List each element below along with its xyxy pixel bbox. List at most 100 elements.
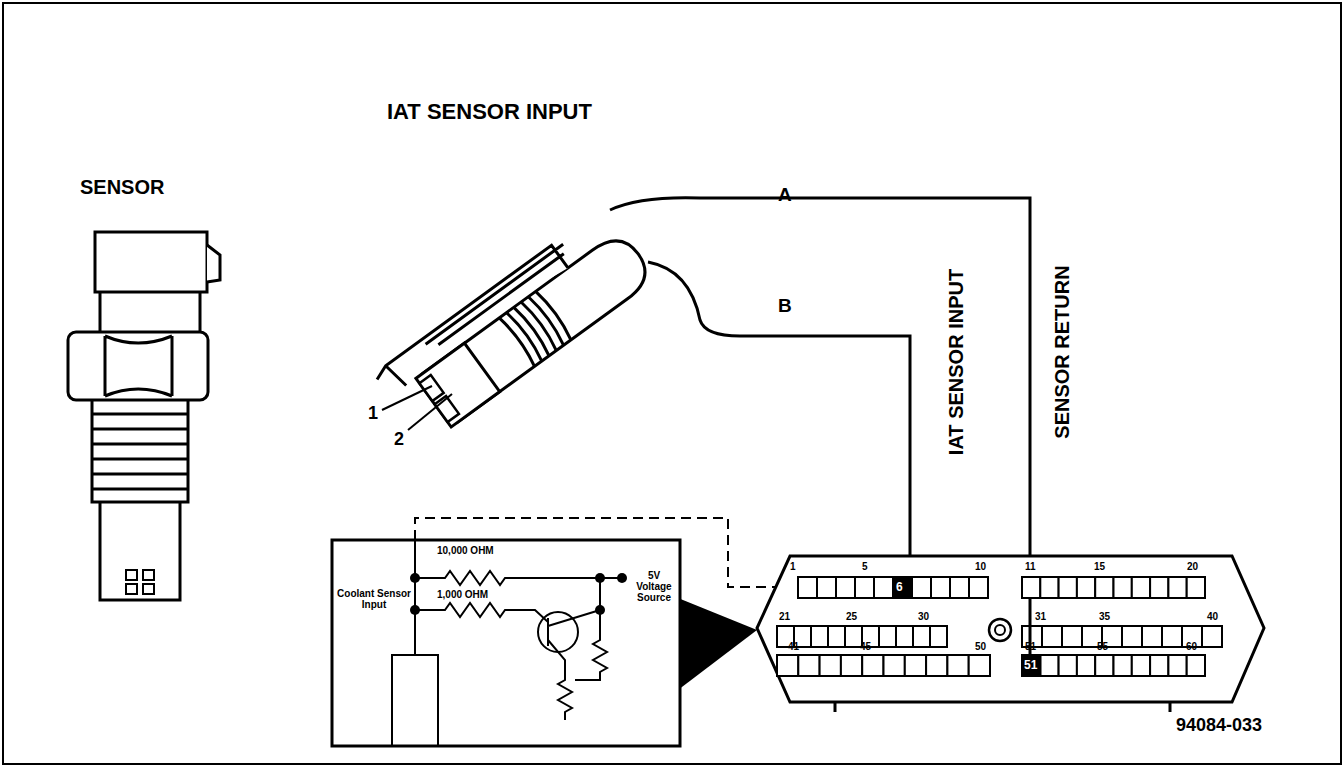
wire bbox=[414, 540, 416, 655]
pin-number: 50 bbox=[975, 641, 986, 652]
pin-cell bbox=[1059, 577, 1077, 598]
pin-cell bbox=[896, 626, 913, 647]
pin-cell bbox=[1040, 655, 1058, 676]
pin-cell bbox=[1202, 626, 1222, 647]
sensor-thread bbox=[92, 398, 188, 502]
terminal-slot bbox=[419, 375, 443, 401]
pin-cell bbox=[1150, 655, 1168, 676]
thread-line bbox=[92, 428, 188, 431]
pin-cell bbox=[931, 577, 950, 598]
signal-name: IAT SENSOR INPUT bbox=[945, 269, 967, 455]
pin-cell bbox=[969, 577, 988, 598]
pin-cell bbox=[855, 577, 874, 598]
harness-connector bbox=[374, 207, 656, 446]
pin-cell bbox=[1095, 655, 1113, 676]
pin-cell bbox=[930, 626, 947, 647]
resistor-value: 10,000 OHM bbox=[437, 545, 494, 556]
junction-dots bbox=[410, 573, 627, 615]
pin-cell bbox=[1062, 626, 1082, 647]
pin-cell bbox=[969, 655, 990, 676]
pin-cell bbox=[811, 626, 828, 647]
resistor-symbol bbox=[415, 603, 548, 622]
leader-line bbox=[408, 394, 452, 430]
sensor-pin bbox=[143, 570, 154, 580]
thread-line bbox=[92, 458, 188, 461]
terminal-slot bbox=[435, 396, 459, 422]
thread-line bbox=[92, 473, 188, 476]
pin-cell bbox=[1132, 655, 1150, 676]
pin-number: 51 bbox=[1025, 641, 1036, 652]
pin-number: 31 bbox=[1035, 611, 1046, 622]
pin-cell bbox=[1162, 626, 1182, 647]
pin-cell bbox=[777, 655, 798, 676]
pin-number: 55 bbox=[1097, 641, 1108, 652]
pin-cell bbox=[947, 655, 968, 676]
pin-number: 25 bbox=[846, 611, 857, 622]
center-bolt bbox=[995, 625, 1005, 635]
sensor-tip bbox=[100, 500, 180, 600]
sensor-cap bbox=[95, 232, 207, 292]
ring-line bbox=[536, 290, 574, 340]
junction-dot bbox=[617, 573, 627, 583]
sensor-drawing bbox=[68, 232, 220, 600]
pin-number: 15 bbox=[1094, 561, 1105, 572]
resistor-symbol bbox=[575, 578, 607, 680]
pin-cell bbox=[874, 577, 893, 598]
pin-cell bbox=[820, 655, 841, 676]
pin-cell bbox=[1132, 577, 1150, 598]
sensor-hex bbox=[68, 332, 208, 400]
pin-number: 35 bbox=[1099, 611, 1110, 622]
diagram-title: IAT SENSOR INPUT bbox=[387, 100, 592, 124]
thread-line bbox=[92, 413, 188, 416]
sensor-pin bbox=[126, 584, 137, 594]
pin-cell bbox=[1040, 577, 1058, 598]
junction-dot bbox=[595, 605, 605, 615]
input-label: Coolant Sensor Input bbox=[337, 588, 411, 610]
signal-name: SENSOR RETURN bbox=[1051, 265, 1073, 438]
junction-dot bbox=[595, 573, 605, 583]
pin-cells bbox=[777, 577, 1222, 676]
sensor-latch bbox=[207, 245, 220, 282]
pin-cell bbox=[798, 655, 819, 676]
pin-cell bbox=[879, 626, 896, 647]
pin-cell bbox=[836, 577, 855, 598]
connector-latch bbox=[374, 239, 577, 397]
pin-number: 40 bbox=[1207, 611, 1218, 622]
center-bolt bbox=[989, 619, 1011, 641]
figure-number: 94084-033 bbox=[1176, 716, 1262, 736]
pin-cell bbox=[798, 577, 817, 598]
pin-number: 1 bbox=[790, 561, 796, 572]
callout-number: 2 bbox=[394, 430, 404, 450]
pin-cell bbox=[926, 655, 947, 676]
inset-box bbox=[332, 540, 680, 746]
pin-cell bbox=[1095, 577, 1113, 598]
wire-label: A bbox=[778, 185, 792, 206]
sensor-neck bbox=[100, 290, 200, 334]
pin-cell bbox=[1077, 655, 1095, 676]
pin-number: 45 bbox=[860, 641, 871, 652]
inset-circuit bbox=[392, 540, 618, 746]
pin-number: 60 bbox=[1186, 641, 1197, 652]
pin-cell bbox=[1022, 655, 1040, 676]
pin-cell bbox=[1022, 577, 1040, 598]
pin-cell bbox=[841, 655, 862, 676]
leader-line bbox=[382, 386, 432, 410]
pin-number: 10 bbox=[975, 561, 986, 572]
transistor-leads bbox=[548, 610, 600, 720]
inset-pointer bbox=[678, 598, 757, 690]
sensor-pin bbox=[126, 570, 137, 580]
connector-feet bbox=[835, 702, 1170, 712]
sensor-pin bbox=[143, 584, 154, 594]
pin-number: 6 bbox=[896, 581, 903, 594]
wire-b bbox=[648, 262, 910, 579]
thread-line bbox=[92, 443, 188, 446]
wire-label: B bbox=[778, 296, 792, 317]
source-label: 5V Voltage Source bbox=[630, 570, 678, 603]
pin-cell bbox=[1059, 655, 1077, 676]
pin-cell bbox=[1142, 626, 1162, 647]
pin-cell bbox=[828, 626, 845, 647]
pin-number: 20 bbox=[1187, 561, 1198, 572]
junction-dot bbox=[410, 605, 420, 615]
